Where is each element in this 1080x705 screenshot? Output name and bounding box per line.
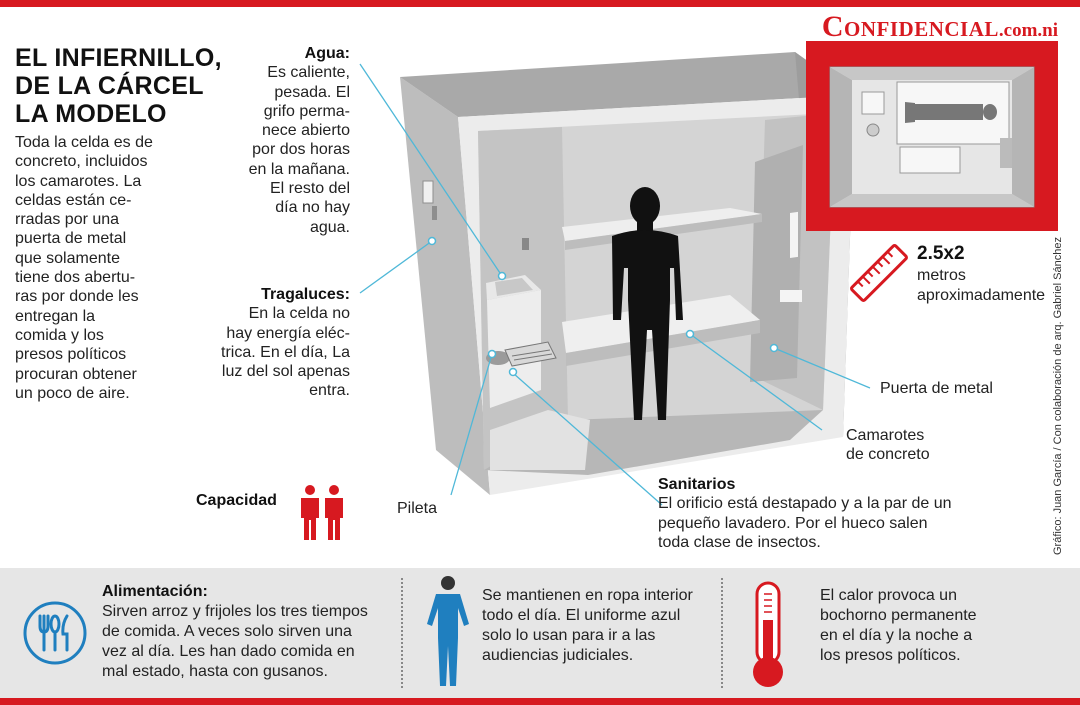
note-line: El resto del bbox=[269, 180, 350, 198]
brand-logo[interactable]: Confidencial.com.ni bbox=[822, 10, 1058, 44]
intro-line: procuran obtener bbox=[15, 365, 137, 383]
sanitarios-title: Sanitarios bbox=[658, 476, 736, 493]
brand-domain: .com.ni bbox=[998, 20, 1058, 41]
title-line: LA MODELO bbox=[15, 100, 167, 128]
tragaluces-note: Tragaluces: En la celda no hay energía e… bbox=[190, 285, 350, 401]
title-line: EL INFIERNILLO, bbox=[15, 44, 222, 72]
divider bbox=[401, 578, 403, 688]
bottom-line: los presos políticos. bbox=[820, 647, 961, 664]
bottom-line: todo el día. El uniforme azul bbox=[482, 607, 681, 624]
graphic-credit: Gráfico: Juan García / Con colaboración … bbox=[1052, 237, 1064, 555]
page-title: EL INFIERNILLO, DE LA CÁRCEL LA MODELO bbox=[15, 44, 235, 128]
measure-value: 2.5x2 bbox=[917, 243, 965, 264]
intro-text: Toda la celda es de concreto, incluidos … bbox=[15, 133, 165, 403]
bottom-line: vez al día. Les han dado comida en bbox=[102, 643, 355, 660]
note-line: grifo perma- bbox=[263, 102, 350, 120]
bottom-line: audiencias judiciales. bbox=[482, 647, 634, 664]
measure-unit-line: aproximadamente bbox=[917, 287, 1046, 304]
intro-line: entregan la bbox=[15, 307, 96, 325]
note-line: día no hay bbox=[275, 199, 350, 217]
intro-line: presos políticos bbox=[15, 346, 127, 364]
intro-line: un poco de aire. bbox=[15, 384, 130, 402]
title-line: DE LA CÁRCEL bbox=[15, 72, 204, 100]
bottom-line: en el día y la noche a bbox=[820, 627, 973, 644]
bottom-line: de comida. A veces solo sirven una bbox=[102, 623, 352, 640]
thermometer-icon bbox=[753, 581, 783, 687]
note-line: En la celda no bbox=[248, 305, 350, 323]
bottom-line: Sirven arroz y frijoles los tres tiempos bbox=[102, 603, 368, 620]
uniform-person-icon bbox=[427, 576, 469, 686]
intro-line: concreto, incluidos bbox=[15, 153, 148, 171]
intro-line: los camarotes. La bbox=[15, 172, 142, 190]
brand-name: Confidencial bbox=[821, 10, 999, 43]
camarotes-label: Camarotes de concreto bbox=[846, 426, 930, 464]
measure-unit-line: metros bbox=[917, 267, 966, 284]
intro-line: que solamente bbox=[15, 249, 120, 267]
utensils-icon bbox=[23, 601, 87, 665]
bottom-line: solo lo usan para ir a las bbox=[482, 627, 656, 644]
note-line: en la mañana. bbox=[248, 160, 350, 178]
top-accent-bar bbox=[0, 0, 1080, 7]
note-line: toda clase de insectos. bbox=[658, 533, 821, 551]
camarotes-line: Camarotes bbox=[846, 427, 925, 444]
ruler-icon bbox=[850, 244, 908, 302]
bottom-accent-bar bbox=[0, 698, 1080, 705]
pileta-label: Pileta bbox=[397, 500, 438, 517]
tragaluces-title: Tragaluces: bbox=[261, 286, 350, 303]
bottom-line: El calor provoca un bbox=[820, 587, 957, 604]
ropa-text: Se mantienen en ropa interior todo el dí… bbox=[482, 586, 712, 666]
note-line: trica. En el día, La bbox=[221, 343, 350, 361]
agua-note: Agua: Es caliente, pesada. El grifo perm… bbox=[222, 44, 350, 237]
sanitarios-note: Sanitarios El orificio está destapado y … bbox=[658, 475, 978, 552]
note-line: Es caliente, bbox=[267, 64, 350, 82]
note-line: El orificio está destapado y a la par de… bbox=[658, 495, 952, 513]
note-line: pequeño lavadero. Por el hueco salen bbox=[658, 514, 928, 532]
note-line: hay energía eléc- bbox=[226, 324, 350, 342]
calor-text: El calor provoca un bochorno permanente … bbox=[820, 586, 1060, 666]
intro-line: celdas están ce- bbox=[15, 191, 132, 209]
bottom-line: Se mantienen en ropa interior bbox=[482, 587, 693, 604]
alimentacion-title: Alimentación: bbox=[102, 583, 208, 600]
two-people-icon bbox=[301, 485, 343, 540]
bottom-panel: Alimentación: Sirven arroz y frijoles lo… bbox=[0, 568, 1080, 698]
note-line: pesada. El bbox=[274, 83, 350, 101]
capacity-label: Capacidad bbox=[196, 492, 277, 509]
intro-line: ras por donde les bbox=[15, 288, 139, 306]
measure-unit: metros aproximadamente bbox=[917, 266, 1045, 306]
alimentacion-text: Alimentación: Sirven arroz y frijoles lo… bbox=[102, 582, 392, 682]
intro-line: Toda la celda es de bbox=[15, 134, 153, 151]
intro-line: puerta de metal bbox=[15, 230, 127, 248]
intro-line: comida y los bbox=[15, 326, 104, 344]
puerta-label: Puerta de metal bbox=[880, 380, 993, 397]
intro-line: rradas por una bbox=[15, 211, 120, 229]
note-line: entra. bbox=[309, 382, 350, 400]
note-line: luz del sol apenas bbox=[221, 363, 350, 381]
note-line: por dos horas bbox=[252, 141, 350, 159]
bottom-line: bochorno permanente bbox=[820, 607, 977, 624]
note-line: nece abierto bbox=[261, 122, 350, 140]
agua-title: Agua: bbox=[304, 45, 350, 62]
bottom-line: mal estado, hasta con gusanos. bbox=[102, 663, 328, 680]
divider bbox=[721, 578, 723, 688]
camarotes-line: de concreto bbox=[846, 446, 930, 463]
note-line: agua. bbox=[309, 218, 350, 236]
intro-line: tiene dos abertu- bbox=[15, 269, 136, 287]
